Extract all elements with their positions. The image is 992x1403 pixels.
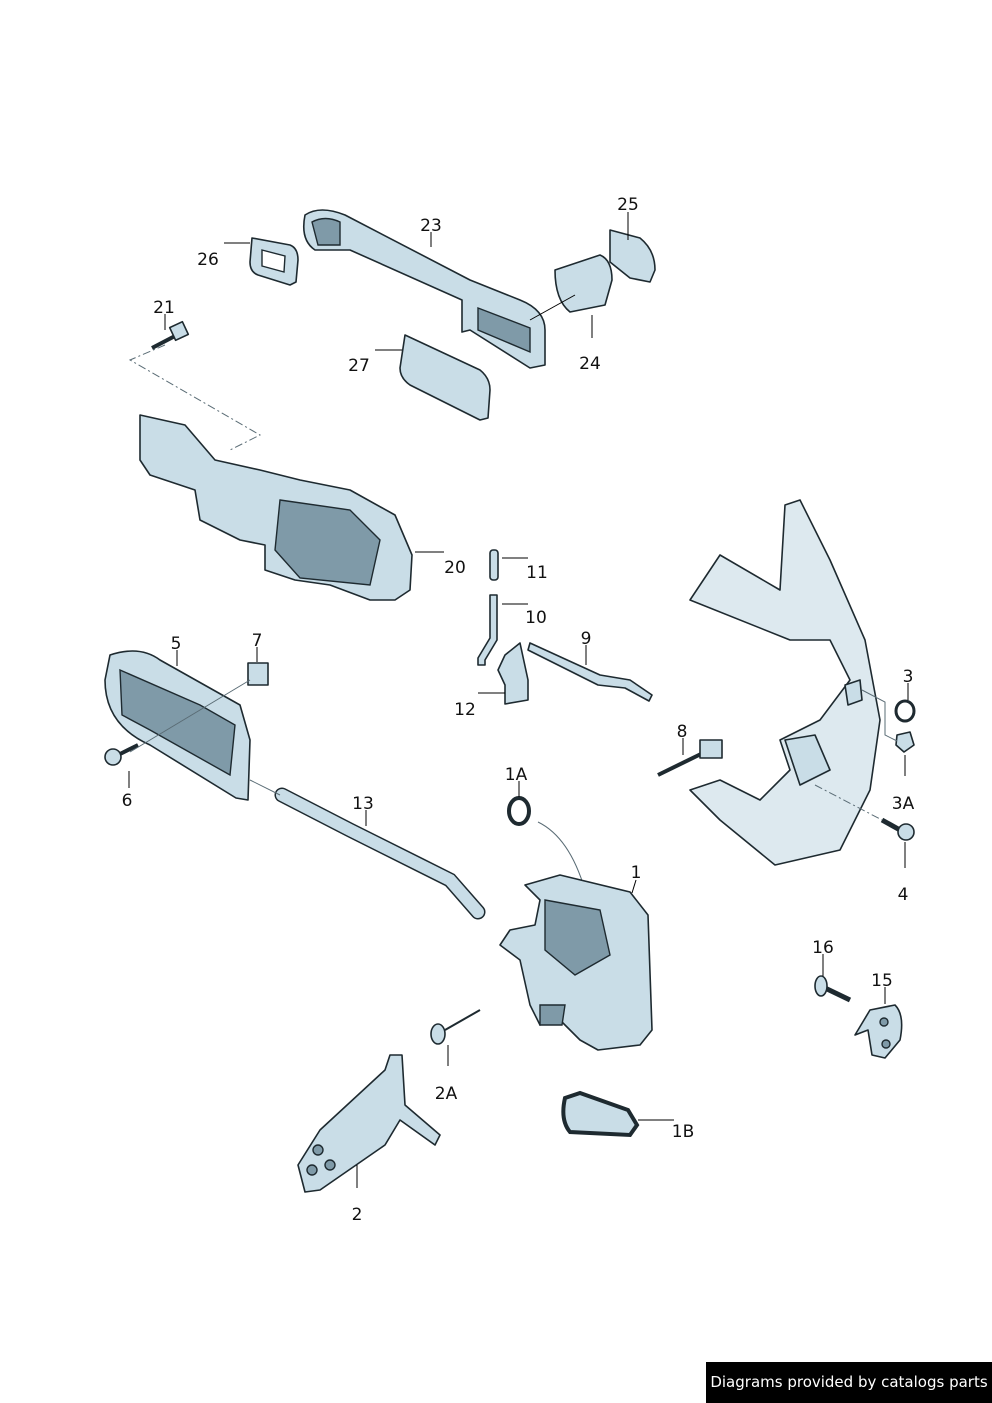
label-3: 3 <box>903 667 914 687</box>
striker-15 <box>854 1004 903 1059</box>
label-10: 10 <box>525 608 547 628</box>
label-4: 4 <box>898 885 909 905</box>
label-16: 16 <box>812 938 834 958</box>
label-12: 12 <box>454 700 476 720</box>
bracket-2 <box>297 1054 441 1193</box>
label-20: 20 <box>444 558 466 578</box>
label-2A: 2A <box>435 1084 458 1104</box>
o-ring-3 <box>894 699 916 723</box>
rivet-2A <box>430 1009 481 1045</box>
guard-1B <box>561 1090 640 1138</box>
part-labels: 23 25 26 21 24 27 20 11 10 9 5 7 3 12 8 … <box>122 195 915 1225</box>
screw-6 <box>104 743 139 766</box>
label-3A: 3A <box>892 794 915 814</box>
label-7: 7 <box>252 631 263 651</box>
label-6: 6 <box>122 791 133 811</box>
label-15: 15 <box>871 971 893 991</box>
screw-21 <box>151 320 190 350</box>
bolt-4 <box>880 817 915 841</box>
label-21: 21 <box>153 298 175 318</box>
pin-11 <box>489 549 499 581</box>
label-11: 11 <box>526 563 548 583</box>
label-1B: 1B <box>672 1122 694 1142</box>
footer-credit: Diagrams provided by catalogs parts <box>706 1362 992 1403</box>
label-13: 13 <box>352 794 374 814</box>
rod-10 <box>477 594 498 666</box>
clip-7 <box>247 662 269 686</box>
label-26: 26 <box>197 250 219 270</box>
door-frame <box>689 499 881 866</box>
gasket-27 <box>399 334 491 421</box>
label-9: 9 <box>581 629 592 649</box>
clip-12 <box>497 642 529 705</box>
nut-3A <box>895 731 915 753</box>
outer-door-handle <box>302 209 546 369</box>
label-25: 25 <box>617 195 639 215</box>
switch-8 <box>657 739 723 777</box>
cap-24 <box>554 254 613 313</box>
gasket-25 <box>609 229 656 283</box>
label-24: 24 <box>579 354 601 374</box>
label-1: 1 <box>631 863 642 883</box>
label-5: 5 <box>171 634 182 654</box>
bolt-16 <box>814 975 852 1003</box>
label-27: 27 <box>348 356 370 376</box>
label-8: 8 <box>677 722 688 742</box>
label-23: 23 <box>420 216 442 236</box>
label-1A: 1A <box>505 765 528 785</box>
o-ring-1A <box>507 796 531 826</box>
label-2: 2 <box>352 1205 363 1225</box>
leader-lines <box>128 212 909 1188</box>
rod-9 <box>527 642 653 702</box>
